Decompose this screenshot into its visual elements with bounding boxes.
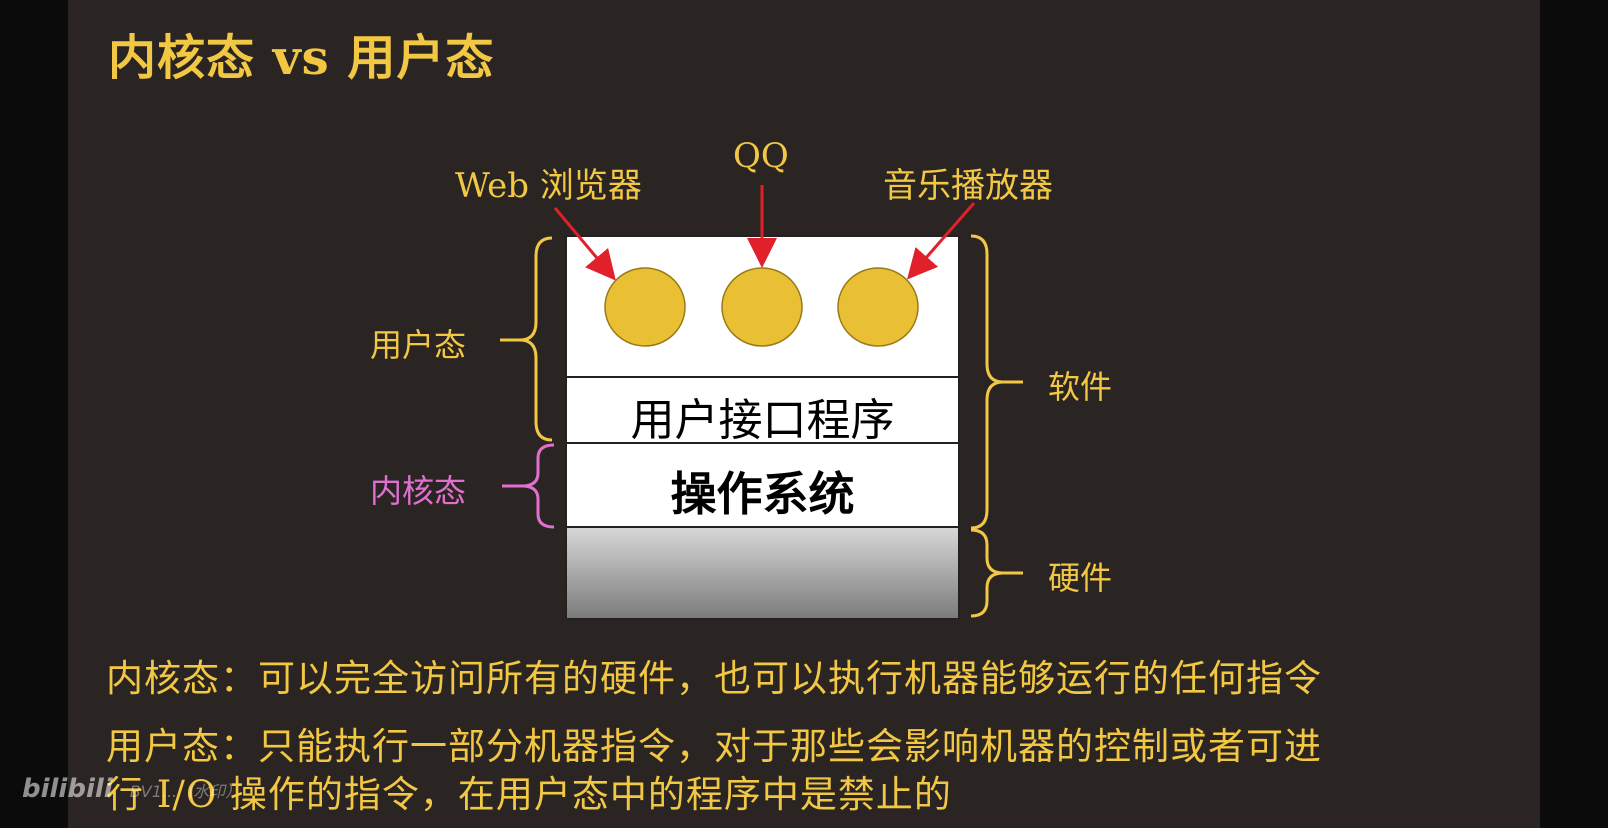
label-software: 软件 xyxy=(1048,368,1113,406)
ui-program-box xyxy=(565,376,960,444)
app-circle-music xyxy=(837,267,919,347)
brace-kernel-mode xyxy=(521,443,555,529)
brace-user-mode xyxy=(519,236,553,442)
label-kernel-mode: 内核态 xyxy=(370,472,467,510)
app-label-qq: QQ xyxy=(733,136,789,176)
app-label-web: Web 浏览器 xyxy=(455,166,642,206)
layer-ui-program-label: 用户接口程序 xyxy=(630,395,895,446)
letterbox-right xyxy=(1540,0,1608,828)
label-user-mode: 用户态 xyxy=(370,326,467,364)
hardware-box xyxy=(565,526,960,620)
watermark-text: BV1...（水印） xyxy=(129,782,242,801)
desc-kernel-mode: 内核态：可以完全访问所有的硬件，也可以执行机器能够运行的任何指令 xyxy=(106,657,1322,700)
app-label-music: 音乐播放器 xyxy=(883,166,1053,206)
label-hardware: 硬件 xyxy=(1048,559,1113,597)
desc-user-mode-line2: 行 I/O 操作的指令，在用户态中的程序中是禁止的 xyxy=(106,773,952,816)
layer-os-label: 操作系统 xyxy=(670,467,855,521)
brace-software xyxy=(970,234,1004,530)
arrow-web xyxy=(553,207,616,281)
arrow-music xyxy=(907,202,976,280)
bilibili-watermark: bilibili BV1...（水印） xyxy=(22,774,241,804)
app-circle-qq xyxy=(721,267,803,347)
slide-title: 内核态 vs 用户态 xyxy=(108,30,495,86)
brace-hardware xyxy=(970,528,1004,618)
watermark-logo: bilibili xyxy=(22,774,113,804)
desc-user-mode-line1: 用户态：只能执行一部分机器指令，对于那些会影响机器的控制或者可进 xyxy=(106,725,1322,768)
letterbox-left xyxy=(0,0,68,828)
app-circle-web xyxy=(604,267,686,347)
os-box xyxy=(565,442,960,528)
